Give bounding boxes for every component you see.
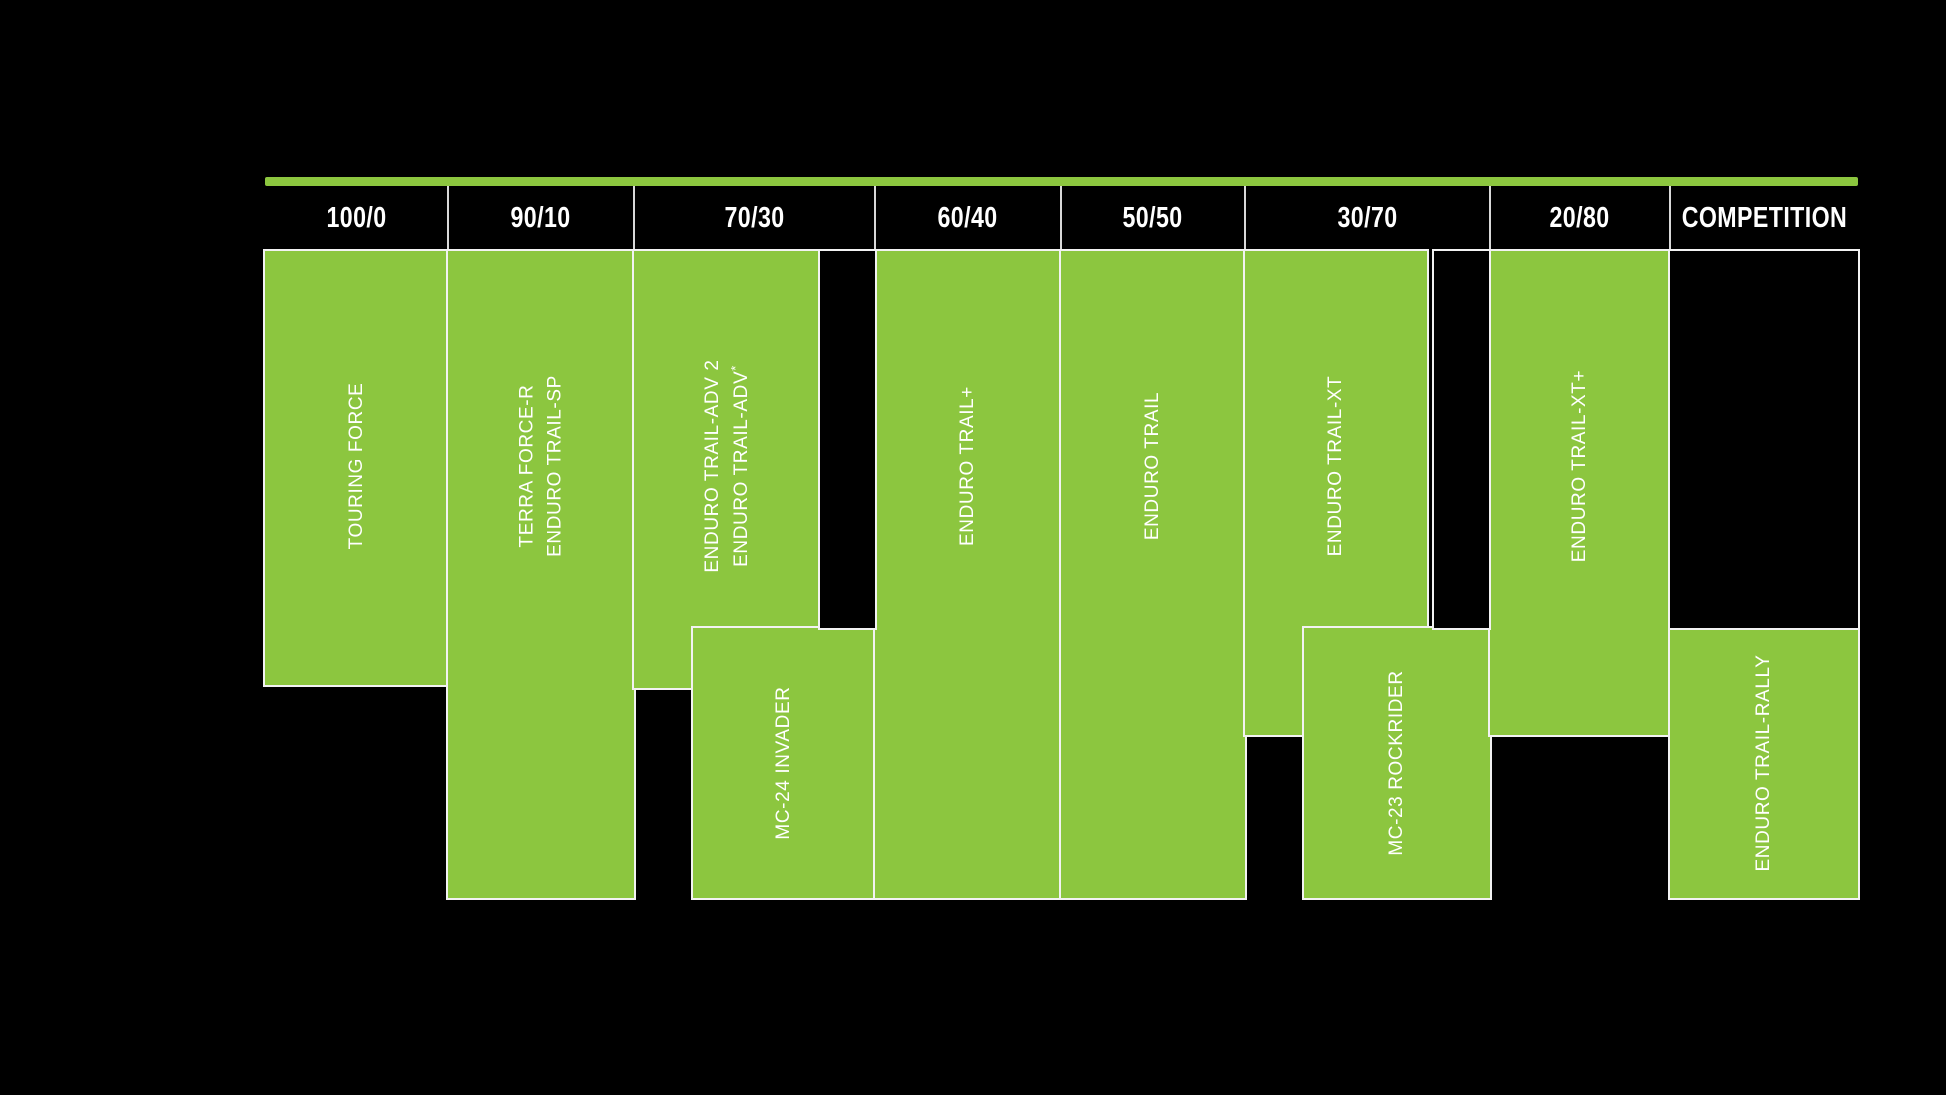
tire-bar-label-line: ENDURO TRAIL-SP [544, 375, 565, 557]
tire-bar-label: ENDURO TRAIL+ [954, 386, 982, 546]
top-accent-strip [265, 177, 1858, 186]
tire-bar-label-line: ENDURO TRAIL-RALLY [1753, 654, 1775, 872]
header-column-divider [1060, 186, 1062, 251]
ratio-header-cell-50-50[interactable]: 50/50 [1061, 186, 1245, 251]
tire-bar-label-line: MC-24 INVADER [773, 686, 795, 840]
header-column-divider [633, 186, 635, 251]
ratio-header-label: 30/70 [1337, 202, 1398, 234]
tire-bar-label-line: ENDURO TRAIL+ [957, 385, 979, 547]
tire-bar-label-line: ENDURO TRAIL-ADV* [727, 365, 752, 567]
tire-bar-label: TERRA FORCE-R ENDURO TRAIL-SP [513, 375, 568, 557]
ratio-header-cell-60-40[interactable]: 60/40 [875, 186, 1061, 251]
tire-bar-label-line: MC-23 ROCKRIDER [1386, 670, 1408, 856]
tire-bar-enduro-trail-[interactable]: ENDURO TRAIL+ [873, 249, 1063, 900]
header-column-divider [447, 186, 449, 251]
ratio-header-cell-competition[interactable]: COMPETITION [1670, 186, 1858, 251]
ratio-header-cell-30-70[interactable]: 30/70 [1245, 186, 1490, 251]
ratio-header-label: 100/0 [326, 202, 387, 234]
tire-bar-mc-23-rockrider[interactable]: MC-23 ROCKRIDER [1302, 626, 1492, 900]
ratio-header-cell-100-0[interactable]: 100/0 [265, 186, 448, 251]
footnote-asterisk: * [727, 365, 743, 371]
tire-bar-label: ENDURO TRAIL [1139, 392, 1167, 540]
tire-bar-enduro-trail-rally[interactable]: ENDURO TRAIL-RALLY [1668, 626, 1860, 900]
ratio-header-cell-20-80[interactable]: 20/80 [1490, 186, 1670, 251]
tire-bar-enduro-trail-xt-[interactable]: ENDURO TRAIL-XT+ [1488, 249, 1672, 737]
ratio-header-label: 90/10 [510, 202, 572, 234]
tire-bar-mc-24-invader-upper-hollow-[interactable] [818, 249, 877, 630]
tire-bar-label: MC-23 ROCKRIDER [1383, 670, 1411, 855]
ratio-header-label: 50/50 [1122, 202, 1184, 234]
header-column-divider [874, 186, 876, 251]
ratio-header-label: 70/30 [724, 202, 785, 234]
ratio-header-label: COMPETITION [1681, 202, 1847, 234]
tire-bar-label-line: TERRA FORCE-R [516, 384, 538, 548]
tire-bar-label-line: ENDURO TRAIL-XT [1325, 375, 1347, 557]
tire-bar-label-line: ENDURO TRAIL [1142, 391, 1164, 541]
header-column-divider [1669, 186, 1671, 251]
tire-bar-label: ENDURO TRAIL-RALLY [1750, 654, 1778, 871]
tire-bar-touring-force[interactable]: TOURING FORCE [263, 249, 450, 687]
header-column-divider [1489, 186, 1491, 251]
ratio-header-label: 20/80 [1549, 202, 1611, 234]
tire-bar-terra-force-r-enduro-trail-sp[interactable]: TERRA FORCE-R ENDURO TRAIL-SP [446, 249, 636, 900]
tire-bar-label-line: ENDURO TRAIL-XT+ [1569, 369, 1591, 563]
tire-bar-competition-empty-hollow-[interactable] [1668, 249, 1860, 630]
ratio-header-label: 60/40 [937, 202, 999, 234]
tire-bar-label: TOURING FORCE [343, 383, 371, 550]
tire-bar-label-line: TOURING FORCE [345, 382, 367, 550]
ratio-header-cell-90-10[interactable]: 90/10 [448, 186, 634, 251]
tire-bar-enduro-trail[interactable]: ENDURO TRAIL [1059, 249, 1247, 900]
tire-bar-label: ENDURO TRAIL-XT+ [1566, 370, 1594, 562]
header-column-divider [1244, 186, 1246, 251]
tire-bar-enduro-trail-xt-gap-hollow-[interactable] [1432, 249, 1491, 630]
tire-bar-label-line: ENDURO TRAIL-ADV 2 [701, 359, 723, 573]
tire-bar-mc-24-invader[interactable]: MC-24 INVADER [691, 626, 877, 900]
ratio-header-cell-70-30[interactable]: 70/30 [634, 186, 875, 251]
tire-bar-label: ENDURO TRAIL-XT [1322, 376, 1350, 557]
tire-bar-label: MC-24 INVADER [770, 686, 798, 839]
